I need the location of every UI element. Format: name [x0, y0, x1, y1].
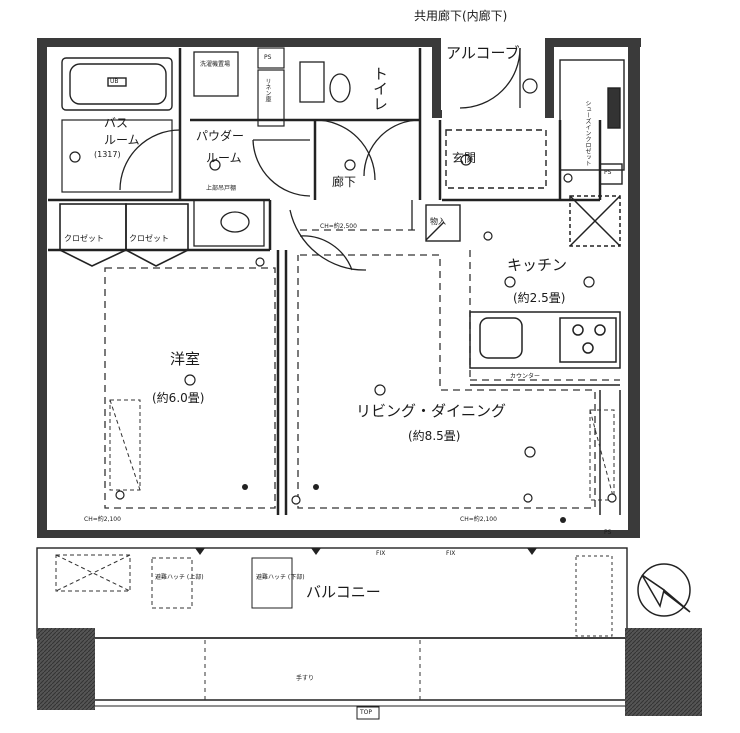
outer-walls [37, 38, 641, 538]
bathtub-icon [61, 57, 173, 111]
living-name: リビング・ダイニング [356, 402, 507, 420]
north-arrow-icon [637, 563, 691, 617]
evac-hatch-1: 避難ハッチ (上部) [155, 574, 204, 581]
powder-label-line2: ルーム [206, 151, 242, 165]
corridor-label: 共用廊下(内廊下) [414, 9, 508, 23]
interior-walls [48, 48, 602, 515]
ub-label: UB [110, 78, 119, 85]
storage-label: 上部吊戸棚 [206, 185, 237, 192]
entrance-area [425, 129, 547, 242]
closets [59, 203, 189, 267]
ch-label-1: CH=約2,500 [320, 223, 357, 230]
light-fixture-icon [69, 78, 617, 505]
entrance-label: 玄関 [452, 151, 477, 165]
hallway-label: 廊下 [332, 175, 357, 189]
washer-label: 洗濯機置場 [200, 61, 231, 68]
shoe-closet-label: シューズインクロゼット [584, 100, 591, 166]
fix-label-1: FIX [376, 550, 386, 557]
cross-boxes [109, 399, 615, 501]
ch-label-3: CH=約2,100 [460, 516, 497, 523]
handrail-label: 手すり [296, 675, 315, 682]
washer-box [193, 51, 239, 97]
bath-label-line1: バス [104, 116, 129, 130]
toilet-label: トイレ [371, 66, 389, 111]
ps-right-label: PS [604, 169, 612, 176]
linen-label: リネン庫 [264, 78, 271, 102]
ps-bottom-label: PS [604, 529, 612, 536]
bath-size: (1317) [94, 150, 121, 159]
alcove-walls [432, 38, 554, 118]
evac-hatch-2: 避難ハッチ (下部) [256, 574, 305, 581]
balcony-label: バルコニー [306, 583, 381, 601]
closet-1-label: クロゼット [64, 234, 104, 243]
shoe-closet [559, 59, 625, 185]
closet-2-label: クロゼット [129, 234, 169, 243]
bath-room-outline [61, 119, 173, 193]
linen-closet [257, 47, 285, 127]
fix-label-2: FIX [446, 550, 456, 557]
door-swing-icon [119, 47, 521, 271]
kitchen-name: キッチン [507, 256, 568, 274]
western-room-name: 洋室 [170, 350, 201, 368]
inlet-label: 物入 [430, 217, 446, 226]
outlet-marks [242, 484, 566, 523]
kitchen-size: (約2.5畳) [513, 291, 566, 305]
ch-label-2: CH=約2,100 [84, 516, 121, 523]
toilet-icon [299, 61, 351, 103]
western-room-size: (約6.0畳) [152, 391, 205, 405]
counter-label: カウンター [510, 373, 541, 380]
ps-top-label: PS [264, 54, 272, 61]
bath-label-line2: ルーム [104, 133, 140, 147]
sink-icon [193, 199, 265, 247]
kitchen-counters [469, 195, 621, 515]
powder-label-line1: パウダー [196, 129, 245, 143]
balcony [36, 547, 702, 720]
alcove-label: アルコーブ [446, 44, 520, 62]
living-size: (約8.5畳) [408, 429, 461, 443]
top-label: TOP [360, 709, 373, 716]
